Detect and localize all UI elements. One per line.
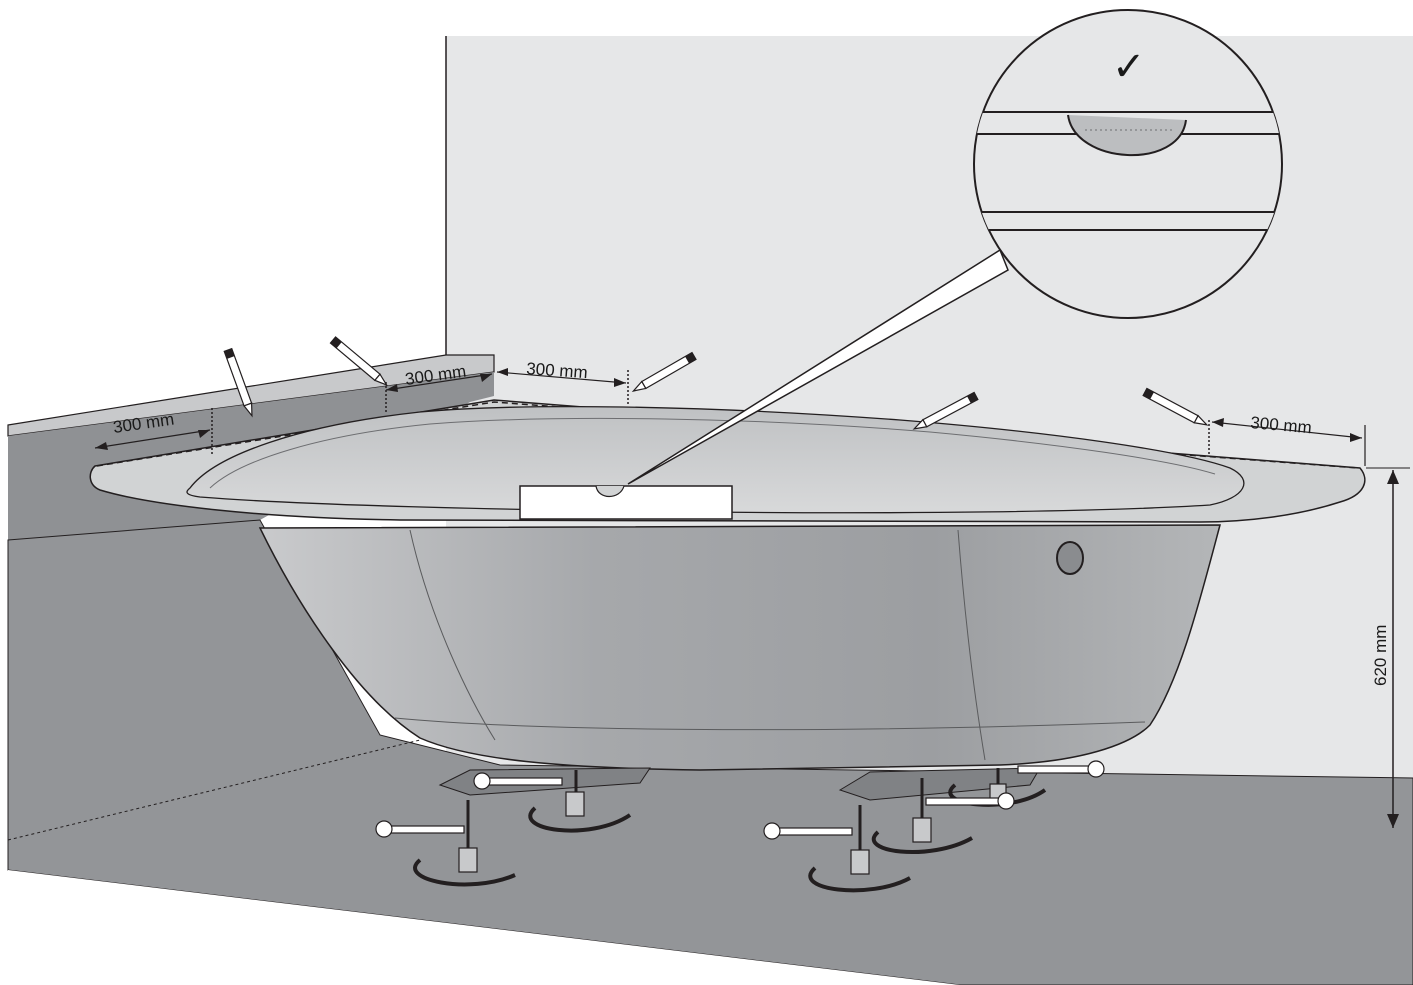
pencil-icon bbox=[223, 347, 253, 418]
basin-inner-edge bbox=[209, 417, 1216, 489]
wrench-icon bbox=[473, 772, 563, 790]
wrench-icon bbox=[925, 792, 1015, 810]
wrench-icon bbox=[375, 820, 465, 838]
rim-dashed-outline bbox=[96, 401, 1359, 469]
adjustable-foot bbox=[528, 770, 632, 833]
arrowhead bbox=[386, 384, 398, 392]
pencil-icon bbox=[912, 391, 979, 430]
tub-seam-2 bbox=[957, 529, 986, 761]
arrowhead bbox=[1212, 418, 1224, 427]
zoom-circle bbox=[973, 9, 1283, 319]
support-rail-right bbox=[838, 767, 1041, 801]
rotate-arrow-icon bbox=[808, 866, 911, 893]
level-bubble bbox=[595, 485, 625, 498]
arrowhead bbox=[95, 442, 108, 450]
dim-label-height: 620 mm bbox=[1371, 625, 1390, 686]
arrowhead bbox=[198, 430, 210, 438]
dim-line-left-edge bbox=[94, 429, 211, 449]
adjustable-foot bbox=[871, 778, 973, 854]
wrench-icon bbox=[1017, 760, 1105, 778]
floor-dotted-line bbox=[7, 739, 421, 841]
adjustable-foot bbox=[808, 805, 911, 893]
zoom-level-bubble bbox=[1067, 114, 1187, 157]
floor-edge bbox=[8, 870, 960, 985]
rotate-arrow-icon bbox=[528, 806, 632, 833]
bathtub-basin bbox=[186, 405, 1245, 514]
dim-line-back-left bbox=[496, 371, 627, 384]
check-mark: ✓ bbox=[1112, 44, 1146, 90]
tub-seam-3 bbox=[394, 717, 1146, 731]
dim-line-right bbox=[1211, 421, 1363, 439]
rotate-arrow-icon bbox=[871, 830, 973, 854]
pencil-icon bbox=[329, 336, 389, 387]
arrowhead bbox=[1350, 433, 1362, 442]
arrowhead bbox=[1387, 470, 1399, 484]
spirit-level bbox=[519, 485, 733, 520]
callout-pointer bbox=[627, 248, 1009, 485]
pencil-icon bbox=[631, 351, 697, 392]
arrowhead bbox=[1387, 814, 1399, 828]
arrowhead bbox=[480, 374, 492, 382]
overflow-hole bbox=[1056, 541, 1084, 575]
rotate-arrow-icon bbox=[413, 858, 516, 887]
bathtub-body bbox=[258, 524, 1221, 771]
wrench-icon bbox=[763, 822, 853, 840]
dim-line-ledge bbox=[385, 373, 493, 391]
arrowhead bbox=[614, 378, 626, 387]
dim-label-back-left: 300 mm bbox=[526, 359, 589, 382]
arrowhead bbox=[497, 368, 508, 376]
adjustable-foot bbox=[413, 800, 516, 887]
tub-seam-1 bbox=[409, 529, 496, 741]
pencil-icon bbox=[1142, 387, 1209, 426]
